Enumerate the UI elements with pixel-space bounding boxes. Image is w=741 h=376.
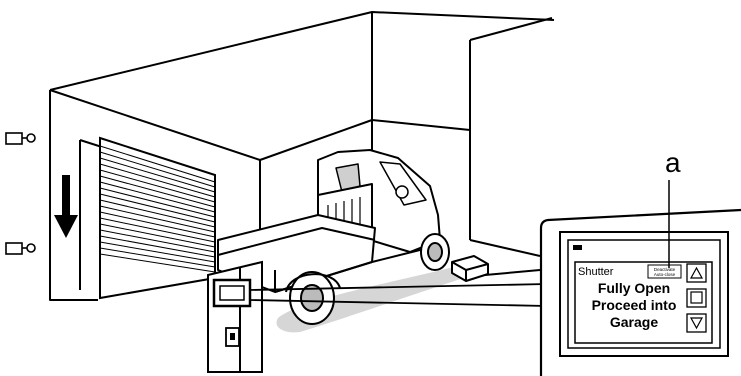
deactivate-auto-close-button[interactable]: Deactivate Auto-close (647, 264, 682, 279)
badge-line-1: Deactivate (654, 267, 676, 272)
touch-panel: Shutter Deactivate Auto-close Fully Open… (559, 231, 729, 357)
status-message-line-1: Fully Open (598, 280, 670, 296)
square-icon (690, 291, 703, 304)
panel-thumbnail (212, 278, 252, 308)
triangle-up-icon (689, 266, 704, 279)
triangle-down-icon (689, 317, 704, 330)
key-switch (225, 327, 240, 347)
arrow-down-icon (54, 175, 78, 238)
status-message-line-2: Proceed into (592, 297, 677, 313)
open-button[interactable] (686, 263, 707, 283)
photo-sensor-icon (5, 132, 36, 145)
callout-a: a (665, 147, 681, 268)
status-led (573, 245, 582, 250)
panel-title: Shutter (578, 266, 614, 278)
status-message-line-3: Garage (610, 314, 658, 330)
control-pillar (207, 260, 263, 373)
photo-sensor-icon (5, 242, 36, 255)
rolling-shutter (99, 136, 216, 300)
callout-letter: a (665, 147, 681, 178)
zoom-lines (249, 283, 548, 307)
close-button[interactable] (686, 313, 707, 333)
stop-button[interactable] (686, 288, 707, 308)
badge-line-2: Auto-close (654, 272, 676, 277)
